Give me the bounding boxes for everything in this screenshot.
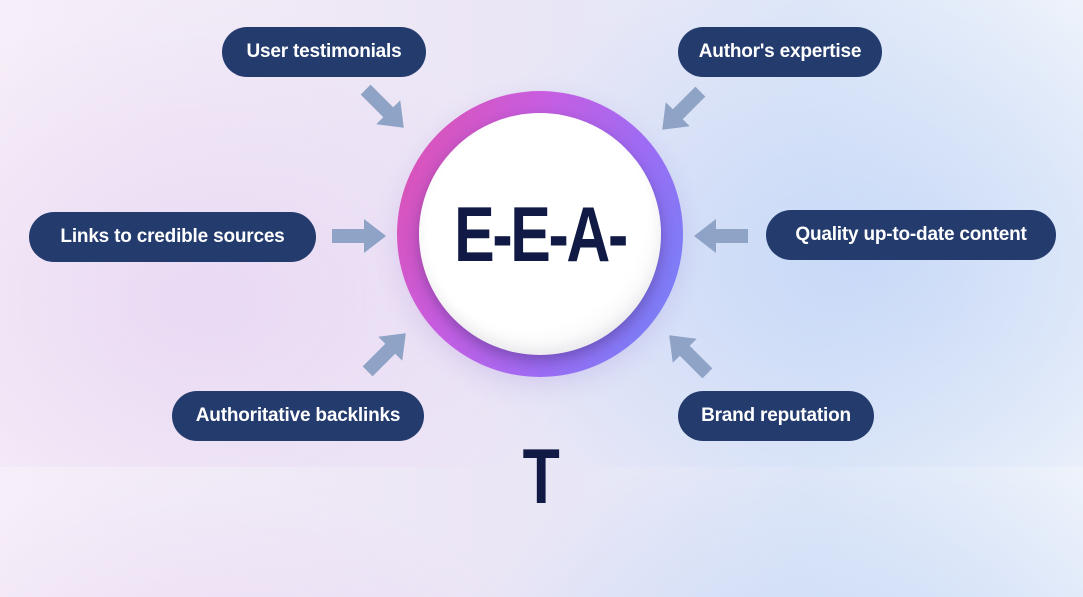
factor-user-testimonials: User testimonials (222, 27, 426, 77)
factor-authors-expertise: Author's expertise (678, 27, 882, 77)
center-circle (419, 113, 661, 355)
center-label: E-E-A-T (454, 190, 628, 520)
factor-brand-reputation: Brand reputation (678, 391, 874, 441)
factor-quality-content: Quality up-to-date content (766, 210, 1056, 260)
eeat-diagram: E-E-A-T User testimonials Author's exper… (29, 27, 1056, 520)
factor-authoritative-backlinks: Authoritative backlinks (172, 391, 424, 441)
arrow-links-to-credible-sources (332, 219, 386, 253)
factor-links-to-credible-sources: Links to credible sources (29, 212, 316, 262)
arrow-authoritative-backlinks (355, 321, 418, 384)
arrow-brand-reputation (657, 323, 720, 386)
arrow-authors-expertise (650, 79, 713, 142)
arrow-user-testimonials (353, 77, 416, 140)
arrow-quality-content (694, 219, 748, 253)
